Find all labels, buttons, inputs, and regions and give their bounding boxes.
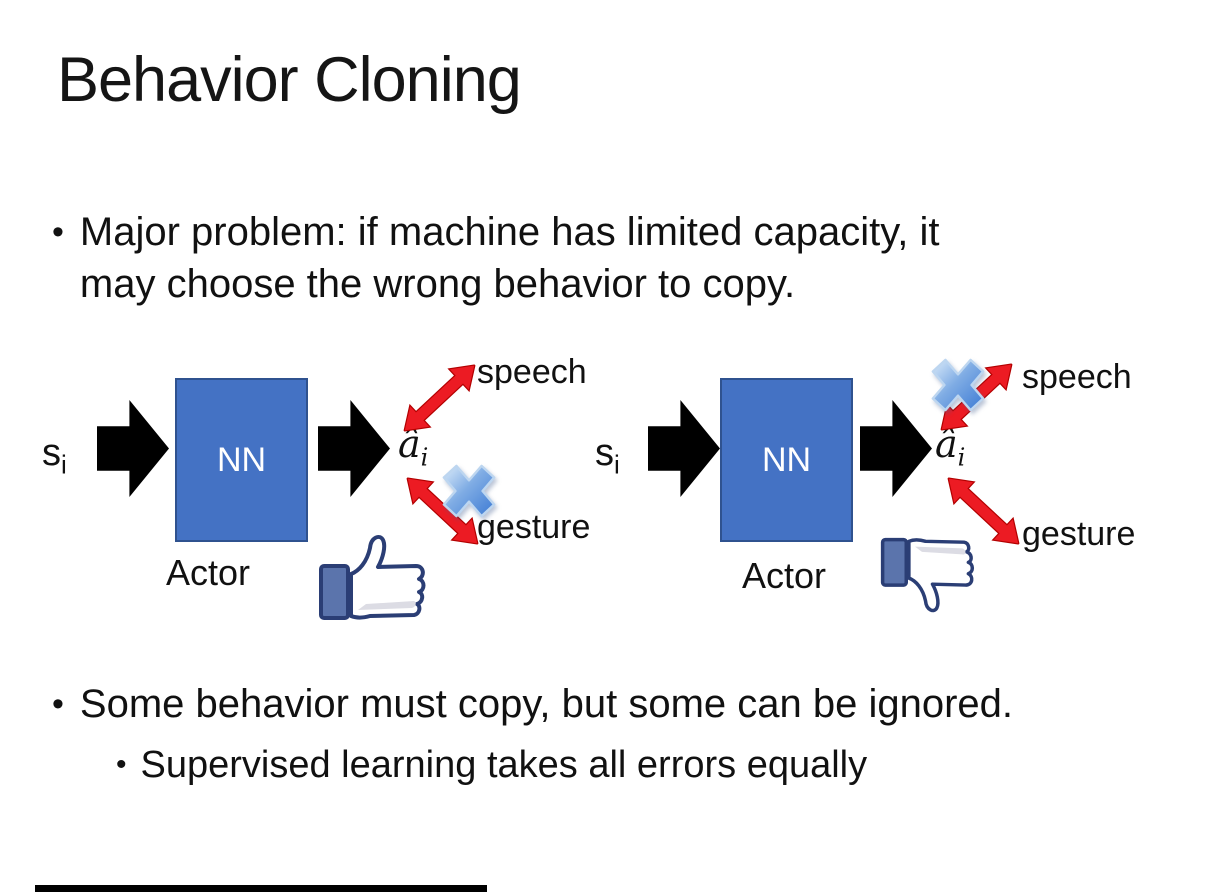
subbullet-supervised: • Supervised learning takes all errors e…	[116, 740, 867, 790]
left-gesture-label: gesture	[477, 508, 591, 546]
right-nn-box: NN	[720, 378, 853, 542]
right-input-arrow-icon	[648, 400, 720, 497]
left-gesture-double-arrow-icon	[406, 477, 479, 545]
right-output-ai: âi	[935, 422, 966, 472]
slide-title: Behavior Cloning	[57, 45, 522, 115]
left-actor-label: Actor	[166, 552, 251, 593]
right-actor-label: Actor	[742, 555, 827, 596]
bullet-some-behavior: • Some behavior must copy, but some can …	[52, 678, 1013, 730]
bullet-line-2: may choose the wrong behavior to copy.	[79, 262, 796, 306]
right-gesture-double-arrow-icon	[947, 477, 1020, 545]
right-output-arrow-icon	[860, 400, 932, 497]
left-output-ai: âi	[398, 422, 429, 472]
subbullet-supervised-text: Supervised learning takes all errors equ…	[140, 744, 868, 786]
left-speech-label: speech	[477, 353, 587, 391]
bullet-line-1: Major problem: if machine has limited ca…	[79, 210, 940, 254]
left-nn-label: NN	[216, 440, 267, 479]
left-nn-box: NN	[175, 378, 308, 542]
bullet-major-problem-text: Major problem: if machine has limited ca…	[80, 206, 940, 310]
left-output-arrow-icon	[318, 400, 390, 497]
left-input-si: si	[42, 432, 67, 480]
bullet-some-behavior-text: Some behavior must copy, but some can be…	[79, 682, 1014, 726]
bullet-marker: •	[52, 213, 64, 251]
left-input-arrow-icon	[97, 400, 169, 497]
right-nn-label: NN	[761, 440, 812, 479]
bottom-partial-bar	[35, 885, 487, 892]
bullet-major-problem: • Major problem: if machine has limited …	[52, 206, 940, 310]
right-input-si: si	[595, 432, 620, 480]
thumbs-down-icon	[880, 537, 975, 613]
bullet-marker: •	[116, 748, 127, 781]
right-speech-label: speech	[1022, 358, 1132, 396]
right-cross-out-icon	[931, 358, 985, 412]
left-speech-double-arrow-icon	[403, 364, 476, 432]
left-cross-out-icon	[442, 464, 496, 518]
thumbs-up-icon	[319, 535, 426, 620]
bullet-marker: •	[52, 685, 64, 723]
right-gesture-label: gesture	[1022, 515, 1136, 553]
